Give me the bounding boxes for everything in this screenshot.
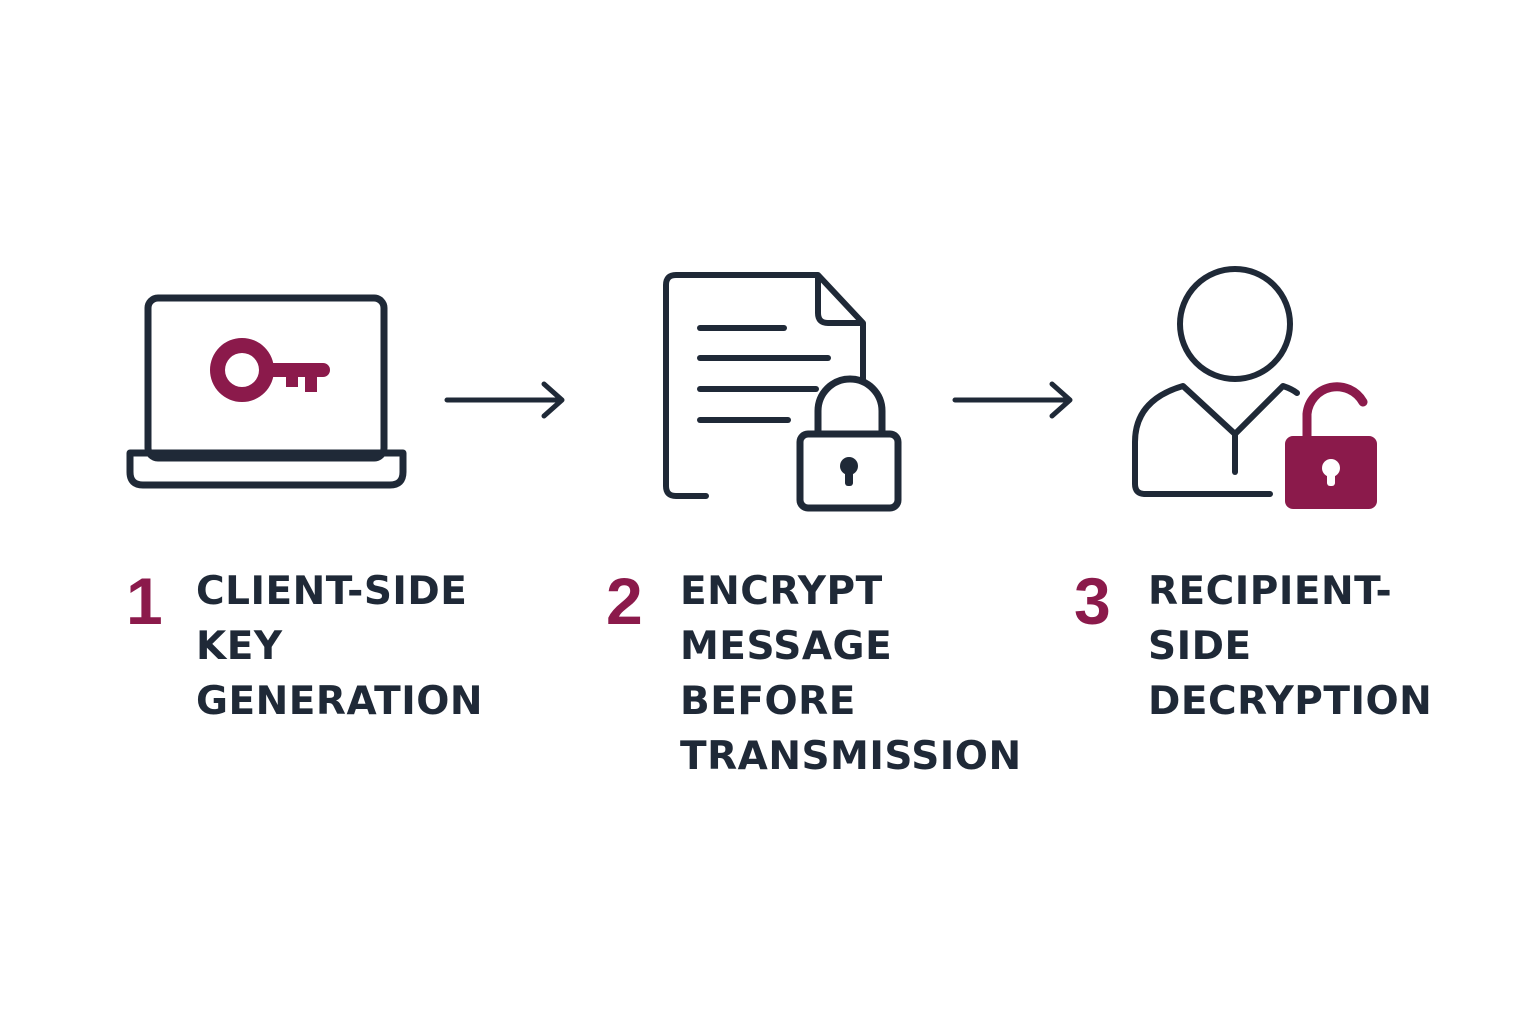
step-number-3: 3 xyxy=(1074,564,1111,638)
step-label-line: DECRYPTION xyxy=(1148,679,1433,724)
step-label-2: ENCRYPT MESSAGE BEFORE TRANSMISSION xyxy=(680,564,1022,784)
user-icon xyxy=(1132,266,1300,497)
laptop-with-key-icon xyxy=(126,294,407,489)
step-number-2: 2 xyxy=(606,564,643,638)
user-with-unlocked-padlock-icon xyxy=(1132,266,1377,509)
step-label-line: MESSAGE xyxy=(680,624,893,669)
step-label-line: ENCRYPT xyxy=(680,569,883,614)
step-label-1: CLIENT-SIDE KEY GENERATION xyxy=(196,564,483,729)
step-label-line: GENERATION xyxy=(196,679,484,724)
step-label-line: KEY xyxy=(196,624,283,669)
key-icon xyxy=(210,338,330,402)
step-label-line: TRANSMISSION xyxy=(680,734,1022,779)
step-label-line: CLIENT-SIDE xyxy=(196,569,468,614)
step-label-3: RECIPIENT- SIDE DECRYPTION xyxy=(1148,564,1432,729)
text-lines xyxy=(697,325,831,423)
arrow-right-icon xyxy=(952,381,1073,419)
unlocked-padlock-icon xyxy=(1285,382,1377,509)
locked-padlock-icon xyxy=(796,375,902,512)
step-label-line: SIDE xyxy=(1148,624,1252,669)
step-label-line: BEFORE xyxy=(680,679,856,724)
step-number-1: 1 xyxy=(126,564,163,638)
arrow-right-icon xyxy=(444,381,565,419)
document-with-lock-icon xyxy=(663,272,902,512)
step-label-line: RECIPIENT- xyxy=(1148,569,1393,614)
